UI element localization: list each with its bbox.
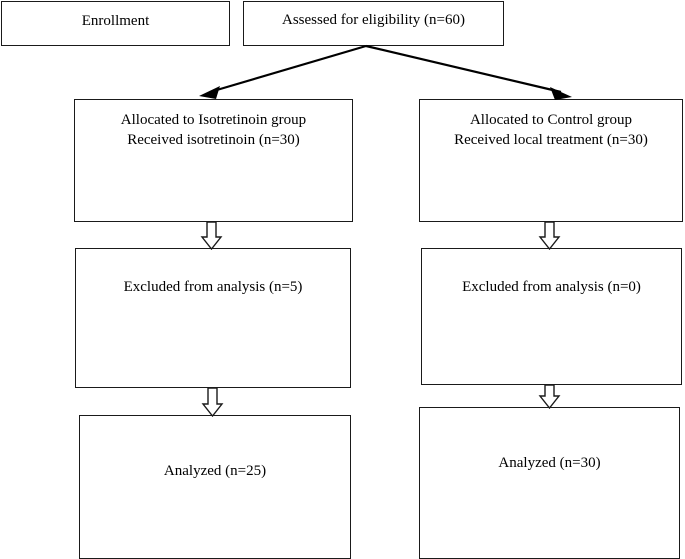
allocated-isotretinoin-box: Allocated to Isotretinoin group Received… xyxy=(74,99,353,222)
allocated-isotretinoin-label: Allocated to Isotretinoin group Received… xyxy=(120,112,307,149)
arrow-assessed-to-isotretinoin xyxy=(199,44,367,99)
analyzed-isotretinoin-box: Analyzed (n=25) xyxy=(79,415,351,559)
analyzed-isotretinoin-label: Analyzed (n=25) xyxy=(163,463,267,479)
arrow-assessed-to-control xyxy=(365,44,572,100)
assessed-for-eligibility-label: Assessed for eligibility (n=60) xyxy=(281,12,466,28)
excluded-control-label: Excluded from analysis (n=0) xyxy=(462,279,641,295)
analyzed-control-label: Analyzed (n=30) xyxy=(498,455,601,471)
arrow-isotretinoin-to-excluded xyxy=(200,221,223,251)
arrow-excluded-to-analyzed-right xyxy=(538,384,561,410)
allocated-control-label: Allocated to Control group Received loca… xyxy=(454,112,648,149)
arrow-control-to-excluded xyxy=(538,221,561,251)
enrollment-label: Enrollment xyxy=(81,13,150,29)
allocated-control-box: Allocated to Control group Received loca… xyxy=(419,99,683,222)
analyzed-control-box: Analyzed (n=30) xyxy=(419,407,680,559)
assessed-for-eligibility-box: Assessed for eligibility (n=60) xyxy=(243,1,504,46)
excluded-control-box: Excluded from analysis (n=0) xyxy=(421,248,682,385)
excluded-isotretinoin-box: Excluded from analysis (n=5) xyxy=(75,248,351,388)
excluded-isotretinoin-label: Excluded from analysis (n=5) xyxy=(123,279,303,295)
enrollment-box: Enrollment xyxy=(1,1,230,46)
arrow-excluded-to-analyzed-left xyxy=(201,387,224,418)
